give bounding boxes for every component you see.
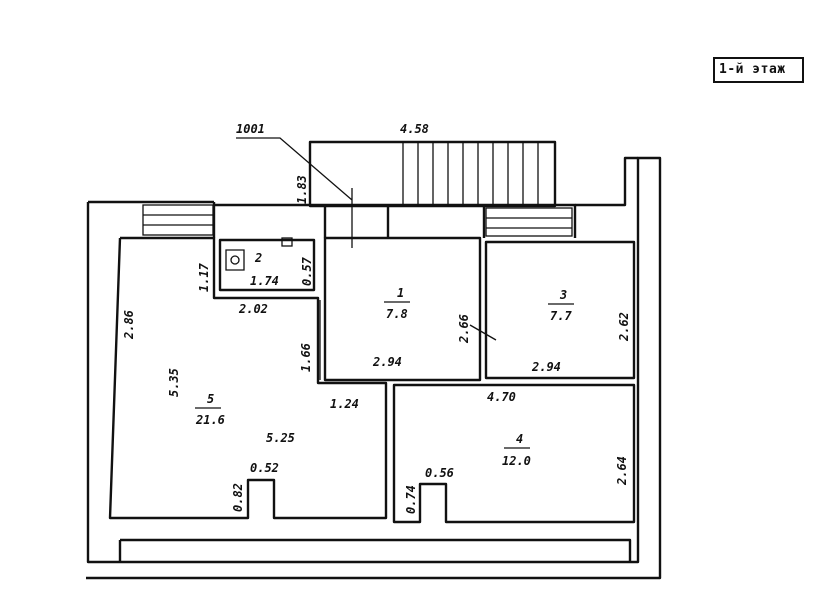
- room-5-outline: [108, 236, 388, 520]
- outer-wall-top-right: [575, 156, 638, 207]
- bath-height-label: 1.17: [197, 262, 211, 292]
- room5-left-label: 2.86: [122, 310, 136, 340]
- room-2-outline: [218, 238, 316, 292]
- room1-width-label: 2.94: [372, 355, 402, 369]
- corridor-width-label: 1.24: [330, 397, 359, 411]
- stair-steps: [402, 142, 539, 206]
- floor-label-frame: [713, 57, 804, 83]
- room-2-number: 2: [254, 251, 262, 265]
- corridor-height-label: 1.66: [299, 343, 313, 372]
- outer-wall-top-left: [88, 200, 216, 238]
- room-3-area: 7.7: [550, 309, 572, 323]
- room-4-area: 12.0: [502, 454, 531, 468]
- room-1-number: 1: [397, 286, 404, 300]
- entry-mark-label: 1001: [236, 122, 265, 136]
- vestibule-outline: [214, 203, 577, 238]
- window-left: [142, 204, 214, 236]
- bath-width-label: 2.02: [238, 302, 268, 316]
- toilet-icon: [281, 237, 293, 247]
- inner-base-wall: [118, 538, 632, 562]
- room-5-number: 5: [207, 392, 214, 406]
- room3-width-label: 2.94: [531, 360, 561, 374]
- room5-width-label: 5.25: [266, 431, 295, 445]
- room-1-outline: [323, 236, 482, 382]
- floor-label: 1-й этаж: [719, 62, 786, 77]
- niche4-width-label: 0.56: [425, 466, 454, 480]
- room-5-area: 21.6: [195, 413, 225, 427]
- room-3-outline: [484, 240, 636, 380]
- bath-inner-label: 0.57: [300, 256, 314, 286]
- room1-height-label: 2.66: [457, 314, 471, 344]
- niche5-width-label: 0.52: [250, 461, 279, 475]
- room-4-number: 4: [516, 432, 523, 446]
- room-1-area: 7.8: [386, 307, 408, 321]
- window-right: [485, 207, 573, 237]
- room-4-outline: [392, 383, 636, 524]
- room4-width-label: 4.70: [487, 390, 516, 404]
- room-2-area: 1.74: [250, 274, 279, 288]
- door-mark: [469, 324, 497, 341]
- porch-height-label: 1.83: [295, 175, 309, 204]
- sink-icon: [225, 249, 245, 271]
- room4-height-label: 2.64: [615, 456, 629, 486]
- room-3-number: 3: [559, 288, 567, 302]
- niche5-depth-label: 0.82: [231, 483, 245, 512]
- room5-depth-label: 5.35: [167, 368, 181, 397]
- room3-height-label: 2.62: [617, 312, 631, 342]
- leader-1001: [236, 137, 353, 248]
- niche4-depth-label: 0.74: [404, 485, 418, 514]
- stair-width-label: 4.58: [400, 122, 429, 136]
